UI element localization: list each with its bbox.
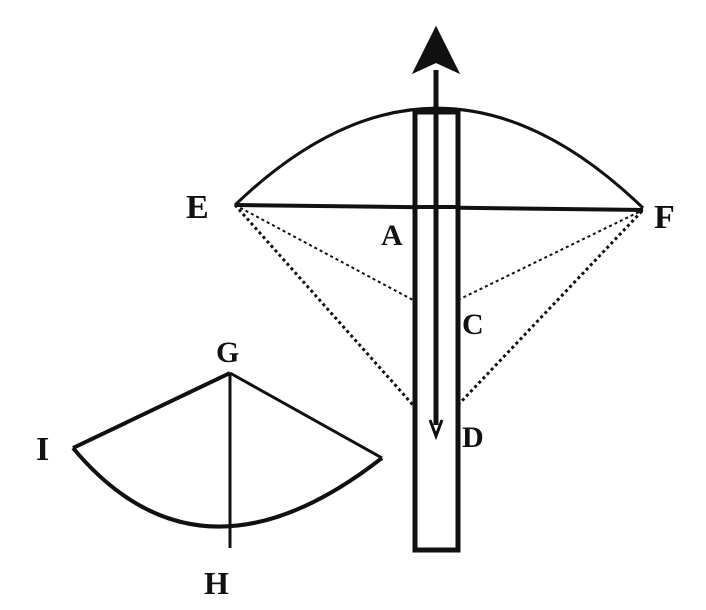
dotted-line-df [456,208,645,407]
dotted-line-cf [457,209,644,301]
label-g: G [216,336,239,369]
segment-g-right [229,371,383,460]
dotted-line-ec [234,204,414,301]
arrowhead [411,25,461,75]
label-c: C [462,308,484,341]
label-a: A [381,219,403,252]
sector-arc [71,446,384,529]
dotted-line-ed [233,204,415,406]
arrow-tail [428,419,444,441]
segment-gi [72,371,231,450]
label-f: F [654,199,675,236]
label-e: E [186,189,209,226]
label-i: I [36,431,49,468]
bow-arc [233,106,645,210]
label-d: D [462,421,484,454]
label-h: H [204,565,229,601]
